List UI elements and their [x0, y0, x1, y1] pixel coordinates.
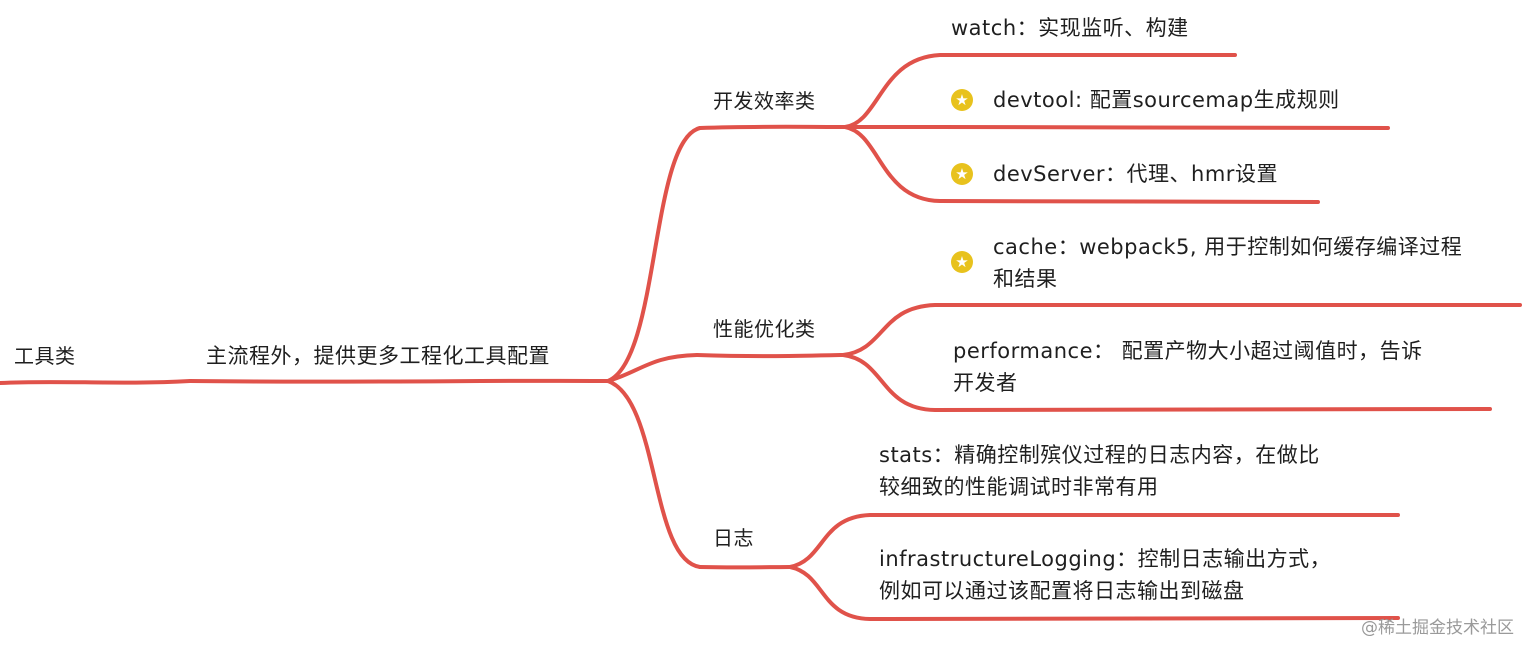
- star-icon: ★: [951, 251, 973, 273]
- edge-branch3-item2: [788, 565, 1400, 622]
- leaf-devserver: devServer：代理、hmr设置: [993, 158, 1278, 190]
- root-underline: [0, 379, 192, 385]
- star-icon: ★: [951, 89, 973, 111]
- root-node: 工具类: [14, 340, 76, 372]
- branch-label: 性能优化类: [713, 317, 816, 341]
- branch-label: 日志: [713, 526, 754, 550]
- leaf-performance: performance： 配置产物大小超过阈值时，告诉 开发者: [953, 335, 1423, 399]
- leaf-line: stats：精确控制殡仪过程的日志内容，在做比: [879, 443, 1320, 467]
- leaf-devtool: devtool: 配置sourcemap生成规则: [993, 84, 1340, 116]
- leaf-line: cache：webpack5, 用于控制如何缓存编译过程: [993, 235, 1463, 259]
- leaf-watch: watch：实现监听、构建: [951, 12, 1189, 44]
- edge-branch2-item1: [841, 303, 1522, 357]
- edge-branch3-item1: [788, 513, 1400, 569]
- root-label: 工具类: [14, 344, 76, 368]
- edge-center-branch1: [606, 126, 702, 383]
- center-underline: [188, 378, 610, 384]
- center-label: 主流程外，提供更多工程化工具配置: [206, 344, 550, 368]
- branch-logging: 日志: [713, 522, 754, 554]
- leaf-line: 和结果: [993, 267, 1058, 291]
- star-icon: ★: [951, 163, 973, 185]
- edge-branch1-item3: [843, 125, 1320, 204]
- leaf-stats: stats：精确控制殡仪过程的日志内容，在做比 较细致的性能调试时非常有用: [879, 439, 1320, 503]
- leaf-line: 例如可以通过该配置将日志输出到磁盘: [879, 579, 1245, 603]
- leaf-cache: cache：webpack5, 用于控制如何缓存编译过程 和结果: [993, 231, 1462, 295]
- branch-label: 开发效率类: [713, 89, 816, 113]
- edge-center-branch3: [606, 379, 702, 569]
- leaf-text: devServer：代理、hmr设置: [993, 162, 1278, 186]
- edge-branch1-item1: [843, 53, 1237, 129]
- edge-center-branch2: [606, 353, 699, 383]
- edge-branch2-item2: [841, 353, 1492, 413]
- branch2-underline: [695, 353, 845, 359]
- watermark: @稀土掘金技术社区: [1361, 618, 1514, 638]
- center-node: 主流程外，提供更多工程化工具配置: [206, 340, 550, 372]
- edge-branch1-item2: [843, 124, 1390, 130]
- leaf-line: performance： 配置产物大小超过阈值时，告诉: [953, 339, 1423, 363]
- leaf-line: infrastructureLogging：控制日志输出方式，: [879, 547, 1332, 571]
- leaf-line: 开发者: [953, 371, 1018, 395]
- branch1-underline: [698, 124, 847, 130]
- leaf-text: watch：实现监听、构建: [951, 16, 1189, 40]
- leaf-text: devtool: 配置sourcemap生成规则: [993, 88, 1340, 112]
- branch-performance: 性能优化类: [713, 313, 816, 345]
- leaf-line: 较细致的性能调试时非常有用: [879, 475, 1159, 499]
- branch-dev-efficiency: 开发效率类: [713, 85, 816, 117]
- leaf-infrastructure-logging: infrastructureLogging：控制日志输出方式， 例如可以通过该配…: [879, 543, 1331, 607]
